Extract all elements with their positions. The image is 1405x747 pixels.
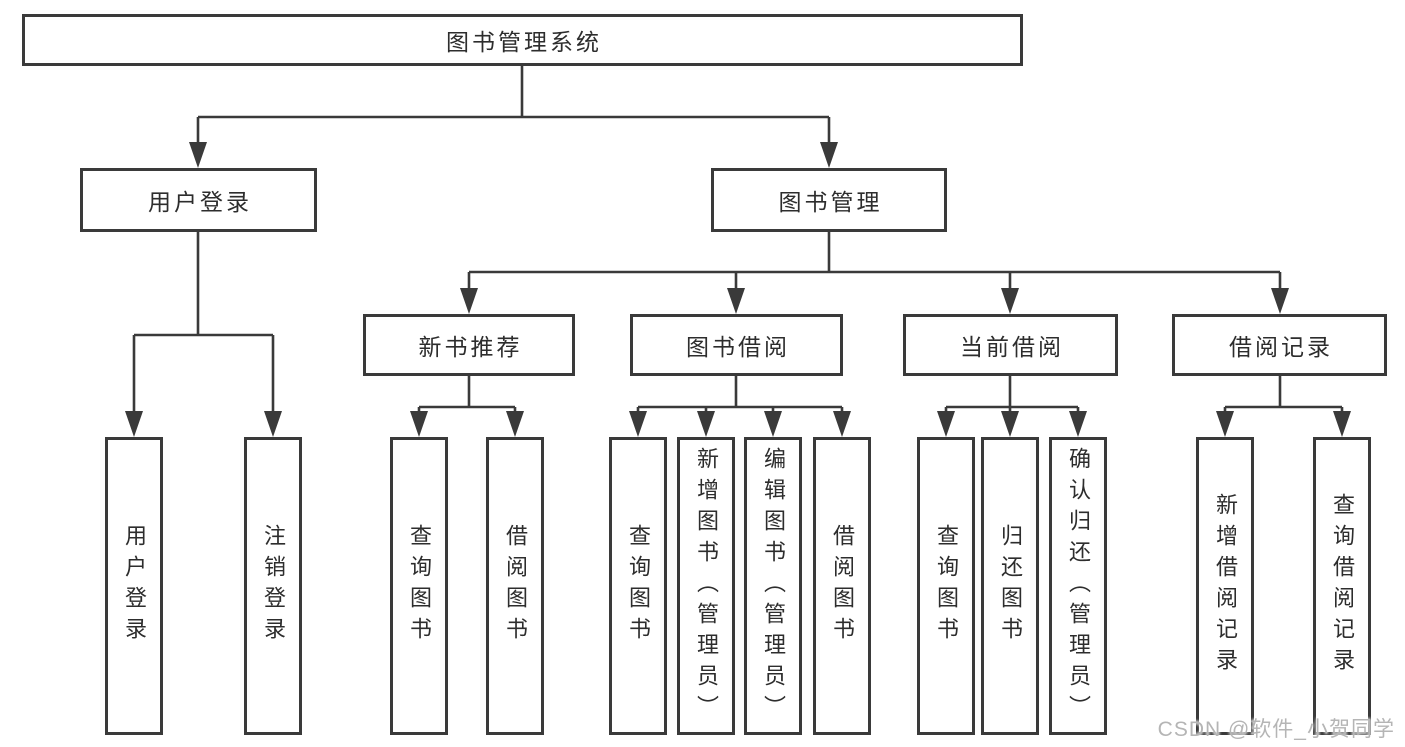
node-new-book-recommend: 新书推荐: [363, 314, 575, 376]
leaf-query-books-2: 查询图书: [609, 437, 667, 735]
node-book-management: 图书管理: [711, 168, 947, 232]
arrowheads: [125, 142, 1351, 437]
leaf-user-login: 用户登录: [105, 437, 163, 735]
leaf-add-borrow-record: 新增借阅记录: [1196, 437, 1254, 735]
node-borrowing-records: 借阅记录: [1172, 314, 1387, 376]
node-new-book-recommend-label: 新书推荐: [418, 334, 523, 360]
tree-edges: [132, 66, 1344, 414]
leaf-query-books-1: 查询图书: [390, 437, 448, 735]
node-book-borrowing-label: 图书借阅: [686, 334, 790, 360]
leaf-borrow-books-1-label: 借阅图书: [503, 524, 528, 648]
leaf-borrow-books-1: 借阅图书: [486, 437, 544, 735]
leaf-return-books: 归还图书: [981, 437, 1039, 735]
node-root: 图书管理系统: [22, 14, 1023, 66]
leaf-borrow-books-2-label: 借阅图书: [830, 524, 855, 648]
leaf-query-borrow-record: 查询借阅记录: [1313, 437, 1371, 735]
leaf-query-books-1-label: 查询图书: [407, 524, 432, 648]
node-book-borrowing: 图书借阅: [630, 314, 843, 376]
leaf-return-books-label: 归还图书: [998, 524, 1023, 648]
node-root-label: 图书管理系统: [446, 29, 602, 55]
node-current-borrowing-label: 当前借阅: [960, 334, 1064, 360]
leaf-query-books-2-label: 查询图书: [626, 524, 651, 648]
leaf-user-login-label: 用户登录: [122, 524, 147, 648]
leaf-edit-book-admin: 编辑图书（管理员）: [744, 437, 802, 735]
leaf-query-books-3: 查询图书: [917, 437, 975, 735]
node-book-management-label: 图书管理: [778, 189, 883, 215]
watermark: CSDN @软件_小贺同学: [1157, 718, 1395, 741]
leaf-edit-book-admin-label: 编辑图书（管理员）: [761, 446, 786, 726]
leaf-add-borrow-record-label: 新增借阅记录: [1213, 493, 1238, 679]
leaf-logout-login-label: 注销登录: [261, 524, 286, 648]
node-user-login-label: 用户登录: [148, 189, 252, 215]
node-user-login: 用户登录: [80, 168, 317, 232]
leaf-query-borrow-record-label: 查询借阅记录: [1330, 493, 1355, 679]
leaf-borrow-books-2: 借阅图书: [813, 437, 871, 735]
leaf-logout-login: 注销登录: [244, 437, 302, 735]
node-borrowing-records-label: 借阅记录: [1229, 334, 1333, 360]
leaf-confirm-return-admin: 确认归还（管理员）: [1049, 437, 1107, 735]
leaf-add-book-admin-label: 新增图书（管理员）: [694, 446, 719, 726]
leaf-confirm-return-admin-label: 确认归还（管理员）: [1066, 446, 1091, 726]
leaf-query-books-3-label: 查询图书: [934, 524, 959, 648]
node-current-borrowing: 当前借阅: [903, 314, 1118, 376]
leaf-add-book-admin: 新增图书（管理员）: [677, 437, 735, 735]
